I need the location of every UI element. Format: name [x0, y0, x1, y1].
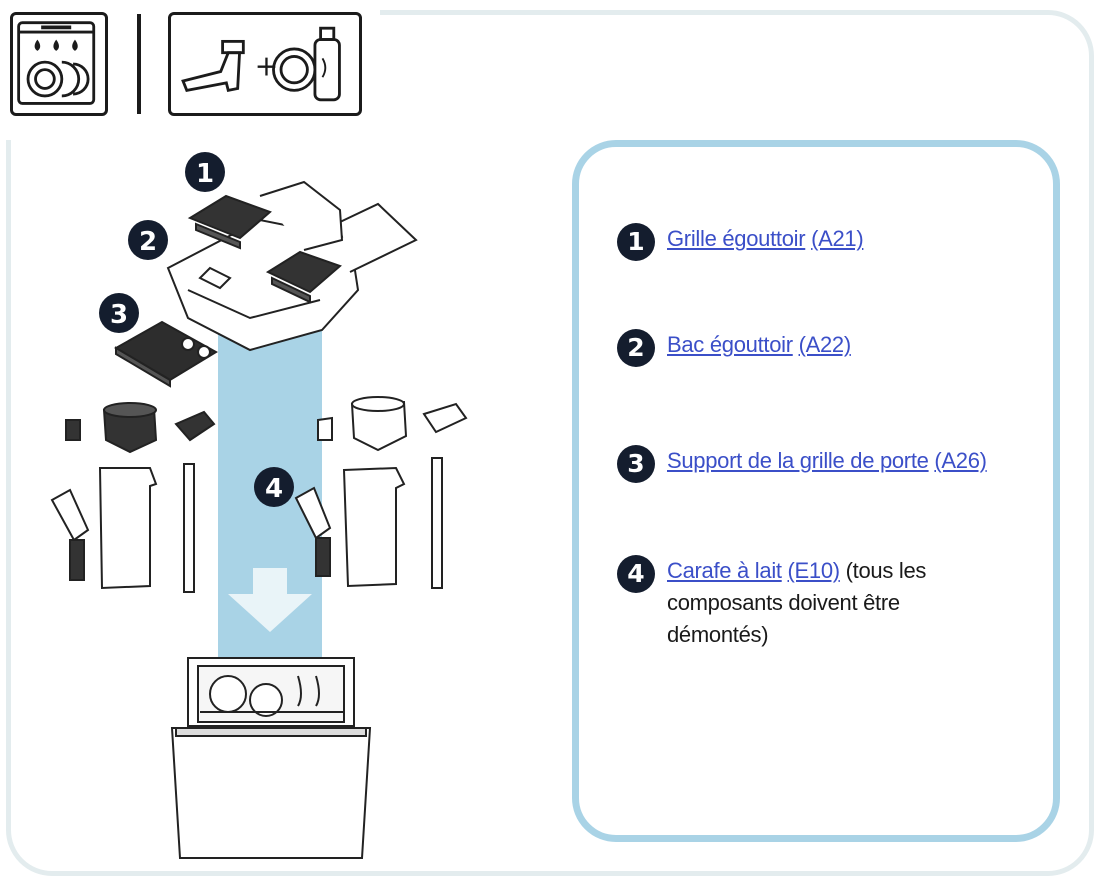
callout-1: 1: [185, 152, 225, 192]
pictogram-separator: [137, 14, 141, 114]
outer-frame: [6, 10, 1094, 876]
exploded-parts-illustration: 1 2 3 4: [50, 152, 468, 859]
link-ref-a22[interactable]: (A22): [798, 332, 852, 357]
milk-carafe-parts-left: [50, 402, 216, 593]
link-ref-e10[interactable]: (E10): [787, 558, 841, 583]
legend-text-1: Grille égouttoir (A21): [667, 223, 864, 255]
legend-panel: 1 Grille égouttoir (A21) 2 Bac égouttoir…: [572, 140, 1060, 842]
plus-sign: +: [255, 49, 279, 82]
down-arrow-icon: [228, 568, 312, 632]
link-support-grille-porte[interactable]: Support de la grille de porte: [667, 448, 929, 473]
callout-3: 3: [99, 293, 139, 333]
callout-3-number: 3: [110, 300, 128, 330]
dishwasher-icon: [10, 12, 108, 116]
callout-2: 2: [128, 220, 168, 260]
link-grille-egouttoir[interactable]: Grille égouttoir: [667, 226, 806, 251]
legend-item-4: 4 Carafe à lait (E10) (tous les composan…: [617, 555, 967, 651]
dishwasher-appliance: [170, 657, 372, 859]
legend-item-2: 2 Bac égouttoir (A22): [617, 329, 851, 367]
drip-grid: [187, 180, 344, 304]
milk-carafe-parts-right: [294, 396, 468, 589]
legend-badge-1: 1: [617, 223, 655, 261]
link-carafe-a-lait[interactable]: Carafe à lait: [667, 558, 782, 583]
callout-4-number: 4: [265, 474, 283, 504]
legend-badge-3: 3: [617, 445, 655, 483]
callout-1-number: 1: [196, 159, 214, 189]
legend-note-4: (tous les composants doivent être démont…: [667, 558, 927, 647]
legend-item-1: 1 Grille égouttoir (A21): [617, 223, 864, 261]
drip-tray: [166, 202, 418, 352]
legend-text-2: Bac égouttoir (A22): [667, 329, 851, 361]
legend-item-3: 3 Support de la grille de porte (A26): [617, 445, 987, 483]
legend-badge-2: 2: [617, 329, 655, 367]
callout-4: 4: [254, 467, 294, 507]
link-bac-egouttoir[interactable]: Bac égouttoir: [667, 332, 793, 357]
legend-text-3: Support de la grille de porte (A26): [667, 445, 987, 477]
spout-plus-dishes-icon: +: [168, 12, 362, 116]
door-grid-support: [114, 320, 218, 388]
callout-2-number: 2: [139, 227, 157, 257]
link-ref-a21[interactable]: (A21): [811, 226, 864, 251]
legend-badge-4: 4: [617, 555, 655, 593]
legend-text-4: Carafe à lait (E10) (tous les composants…: [667, 555, 967, 651]
link-ref-a26[interactable]: (A26): [934, 448, 987, 473]
